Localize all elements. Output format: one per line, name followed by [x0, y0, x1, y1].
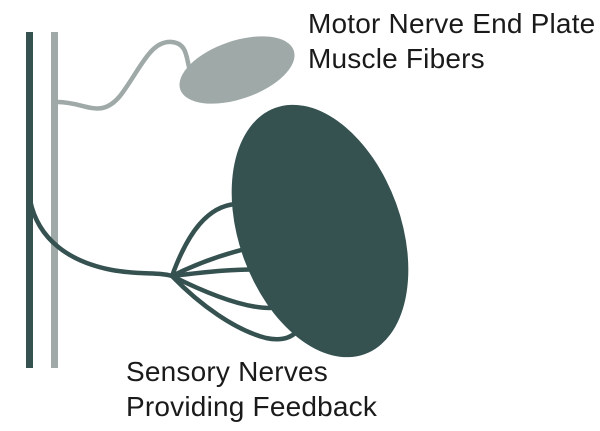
motor-label-line-1: Motor Nerve End Plate: [308, 8, 596, 39]
motor-label-line-2: Muscle Fibers: [308, 43, 485, 74]
sensory-branch-mid-lower: [169, 273, 273, 311]
sensory-branch-lower: [169, 273, 303, 342]
sensory-label-line-1: Sensory Nerves: [126, 356, 328, 387]
sensory-label-line-2: Providing Feedback: [126, 391, 378, 422]
sensory-branch-upper: [169, 201, 239, 279]
motor-nerve-trunk: [51, 32, 58, 368]
sensory-nerve-main: [27, 197, 175, 279]
sensory-branch-mid: [169, 267, 271, 279]
motor-nerve-branch: [55, 39, 197, 111]
muscle-fiber: [231, 104, 409, 358]
sensory-branch-mid-upper: [169, 243, 261, 279]
motor-end-plate: [179, 36, 295, 104]
